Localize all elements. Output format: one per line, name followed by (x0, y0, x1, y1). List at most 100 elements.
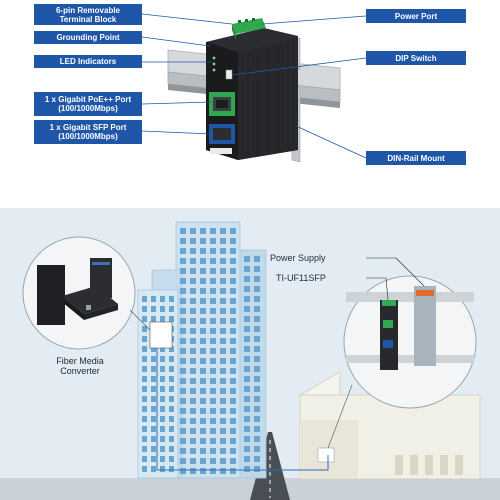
window (244, 356, 250, 362)
terminal-block-shape (232, 18, 266, 34)
window (142, 386, 147, 392)
window (200, 468, 206, 474)
window (180, 458, 186, 464)
window (244, 386, 250, 392)
window (180, 288, 186, 294)
window (200, 328, 206, 334)
callout-dip-switch: DIP Switch (366, 51, 466, 65)
window (180, 348, 186, 354)
window (244, 276, 250, 282)
window (230, 228, 236, 234)
window (220, 368, 226, 374)
window (180, 248, 186, 254)
window (230, 388, 236, 394)
window (190, 468, 196, 474)
window (220, 278, 226, 284)
window (244, 286, 250, 292)
window (180, 368, 186, 374)
window (160, 426, 165, 432)
window (230, 258, 236, 264)
window (200, 428, 206, 434)
window (142, 366, 147, 372)
window (169, 436, 174, 442)
window (142, 316, 147, 322)
window (151, 416, 156, 422)
window (210, 308, 216, 314)
window (220, 468, 226, 474)
window (230, 378, 236, 384)
window (190, 408, 196, 414)
window (210, 338, 216, 344)
window (254, 466, 260, 472)
window (160, 366, 165, 372)
window (200, 418, 206, 424)
window (169, 366, 174, 372)
callout-terminal-block: 6-pin Removable Terminal Block (34, 4, 142, 25)
window (200, 398, 206, 404)
window (220, 238, 226, 244)
window (142, 406, 147, 412)
window (160, 446, 165, 452)
window (190, 248, 196, 254)
window (210, 318, 216, 324)
window (169, 346, 174, 352)
window (190, 368, 196, 374)
window (210, 358, 216, 364)
window (230, 338, 236, 344)
window (244, 316, 250, 322)
window (254, 386, 260, 392)
window (220, 268, 226, 274)
window (151, 406, 156, 412)
window (210, 408, 216, 414)
window (160, 466, 165, 472)
window (244, 466, 250, 472)
window (230, 428, 236, 434)
callout-poe-port: 1 x Gigabit PoE++ Port (100/1000Mbps) (34, 92, 142, 116)
window (244, 396, 250, 402)
window (220, 398, 226, 404)
window (230, 238, 236, 244)
window (254, 276, 260, 282)
window (244, 326, 250, 332)
window (220, 448, 226, 454)
window (180, 408, 186, 414)
window (190, 398, 196, 404)
window (169, 316, 174, 322)
window (220, 288, 226, 294)
window (230, 468, 236, 474)
window (160, 416, 165, 422)
window (151, 456, 156, 462)
window (190, 348, 196, 354)
window (254, 336, 260, 342)
window (220, 458, 226, 464)
leader-lines (141, 13, 367, 159)
window (210, 248, 216, 254)
window (190, 238, 196, 244)
window (180, 468, 186, 474)
window (190, 418, 196, 424)
window (210, 368, 216, 374)
window (230, 318, 236, 324)
window (210, 438, 216, 444)
window (142, 466, 147, 472)
window (190, 288, 196, 294)
window (200, 288, 206, 294)
window (230, 278, 236, 284)
label-fiber-converter: Fiber Media Converter (56, 356, 104, 376)
window (210, 468, 216, 474)
window (220, 428, 226, 434)
window (230, 368, 236, 374)
window (230, 328, 236, 334)
window (180, 318, 186, 324)
window (190, 328, 196, 334)
label-model: TI-UF11SFP (276, 273, 326, 283)
window (244, 426, 250, 432)
window (254, 286, 260, 292)
window (200, 228, 206, 234)
window (244, 306, 250, 312)
window (210, 278, 216, 284)
window (200, 448, 206, 454)
window (254, 366, 260, 372)
window (142, 326, 147, 332)
